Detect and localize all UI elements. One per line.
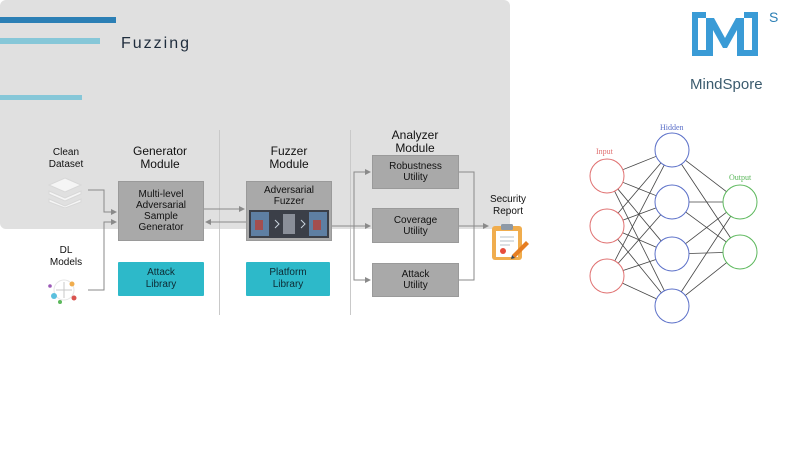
nn-edge xyxy=(685,212,727,244)
nn-node xyxy=(654,288,690,324)
nn-edge xyxy=(617,214,662,264)
header-bar-light-lower xyxy=(0,95,82,100)
nn-edge xyxy=(614,164,665,262)
nn-edge xyxy=(688,252,724,254)
nn-node xyxy=(589,208,625,244)
nn-edge xyxy=(622,181,657,197)
column-divider-2 xyxy=(350,130,351,315)
mindspore-logo: S xyxy=(692,10,778,56)
nn-edge xyxy=(622,259,657,271)
attack-library-box: Attack Library xyxy=(118,262,204,296)
analyzer-module-header: Analyzer Module xyxy=(391,128,439,155)
fuzzer-module-header: Fuzzer Module xyxy=(269,144,309,171)
nn-edge xyxy=(680,216,732,292)
slide-title: Fuzzing xyxy=(121,35,192,52)
nn-edge xyxy=(617,162,662,214)
nn-hidden-label: Hidden xyxy=(660,123,684,132)
nn-output-label: Output xyxy=(729,173,752,182)
logo-brand-text: MindSpore xyxy=(690,76,763,93)
dl-models-label: DL Models xyxy=(49,245,83,268)
logo-mark xyxy=(692,12,758,56)
dataset-stack-icon xyxy=(47,177,83,208)
header-bar-dark xyxy=(0,17,116,23)
column-divider-1 xyxy=(219,130,220,315)
header-bar-light xyxy=(0,38,100,44)
nn-edge xyxy=(617,238,662,294)
attack-utility-box: Attack Utility xyxy=(372,263,459,297)
fuzzer-image-strip xyxy=(249,210,329,238)
coverage-utility-box: Coverage Utility xyxy=(372,208,459,243)
nn-edge xyxy=(622,282,657,300)
generator-module-header: Generator Module xyxy=(132,144,188,171)
clipboard-report-icon xyxy=(492,224,529,260)
nn-edge xyxy=(622,232,657,248)
logo-superscript: S xyxy=(769,10,778,25)
connector-attack-out xyxy=(459,226,475,281)
platform-library-box: Platform Library xyxy=(246,262,330,296)
robustness-utility-box: Robustness Utility xyxy=(372,155,459,189)
nn-edge xyxy=(622,207,657,221)
nn-node xyxy=(654,184,690,220)
security-report-label: Security Report xyxy=(489,194,527,217)
nn-input-label: Input xyxy=(596,147,614,156)
nn-node xyxy=(589,158,625,194)
clean-dataset-label: Clean Dataset xyxy=(48,147,84,170)
dl-models-icon xyxy=(48,279,77,304)
adversarial-sample-generator-box: Multi-level Adversarial Sample Generator xyxy=(118,181,204,241)
nn-node xyxy=(654,236,690,272)
nn-edge xyxy=(681,163,731,239)
nn-node xyxy=(722,234,758,270)
nn-edge xyxy=(685,211,727,243)
nn-node xyxy=(589,258,625,294)
nn-edge xyxy=(685,160,727,192)
nn-edge xyxy=(622,155,657,171)
neural-network-illustration: Input Hidden Output xyxy=(589,123,758,324)
nn-edge xyxy=(617,188,662,242)
nn-edge xyxy=(685,262,727,296)
nn-node xyxy=(654,132,690,168)
arrow-to-attack-utility xyxy=(353,226,371,283)
adversarial-fuzzer-box: Adversarial Fuzzer xyxy=(246,181,332,241)
nn-node xyxy=(722,184,758,220)
